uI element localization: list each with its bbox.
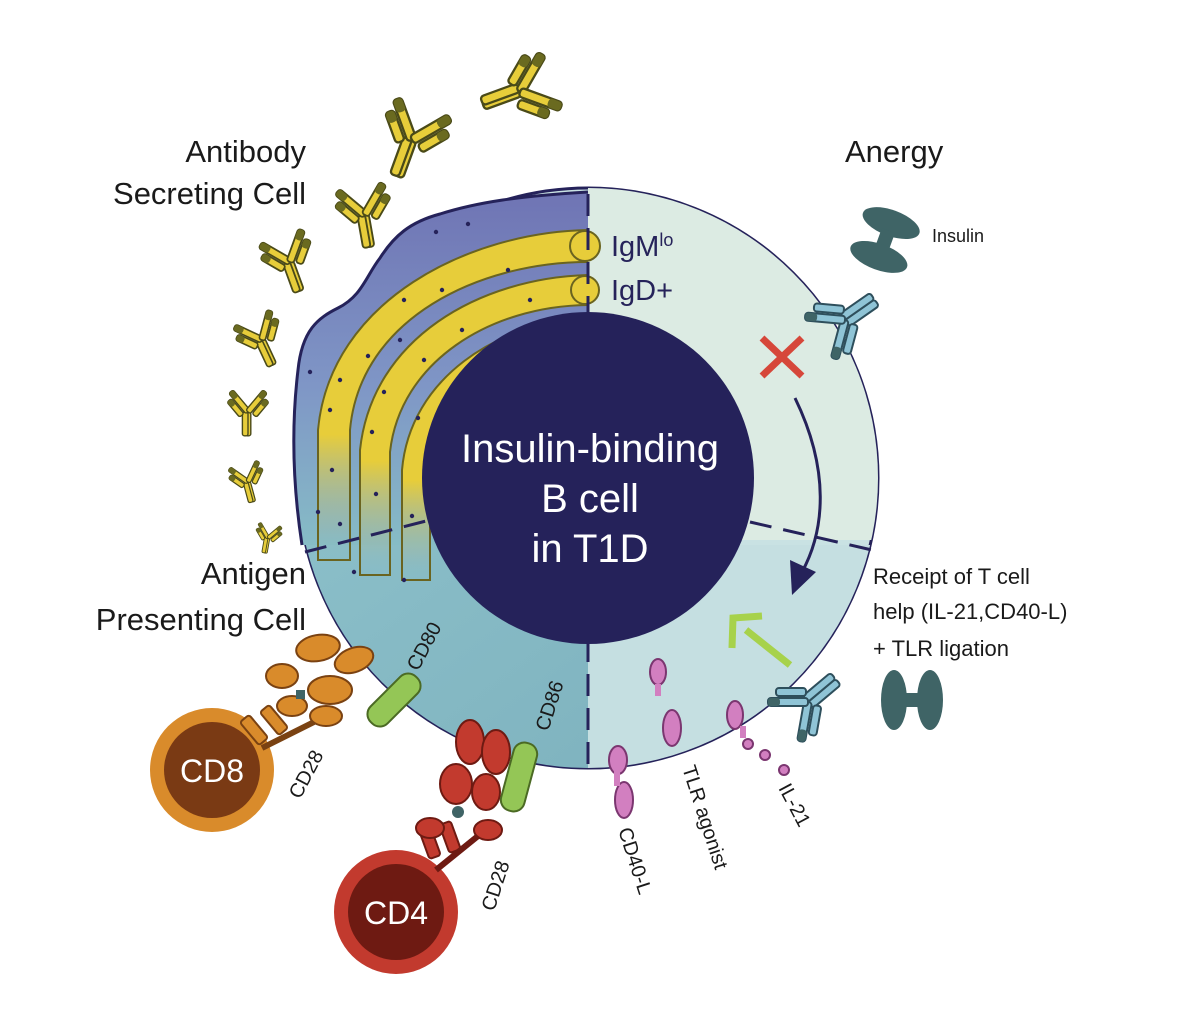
- cd8-label: CD8: [180, 753, 244, 789]
- cd4-label: CD4: [364, 895, 428, 931]
- igm-label: IgMlo: [611, 230, 673, 263]
- insulin-label: Insulin: [932, 226, 984, 246]
- apc-title-line-1: Antigen: [201, 556, 306, 591]
- anergy-bcr-group: [759, 200, 924, 379]
- cd40l-label: CD40-L: [613, 825, 655, 897]
- insulin-icon: [846, 200, 924, 280]
- nucleus: [422, 312, 754, 644]
- curved-arrow-icon: [790, 397, 822, 595]
- il21-label: IL-21: [774, 780, 815, 831]
- antibody-icon: [468, 40, 570, 145]
- help-title-line-1: Receipt of T cell: [873, 564, 1030, 589]
- center-label-line-1: Insulin-binding: [461, 427, 719, 471]
- antibody-icon: [225, 304, 300, 378]
- antibody-icon: [359, 90, 464, 192]
- il21-icon: [726, 700, 790, 776]
- insulin-icon: [881, 670, 943, 730]
- help-title-line-3: + TLR ligation: [873, 636, 1009, 661]
- help-title-line-2: help (IL-21,CD40-L): [873, 599, 1067, 624]
- tlr-agonist-label: TLR agonist: [677, 763, 731, 873]
- center-label-line-3: in T1D: [531, 527, 648, 571]
- igd-label: IgD+: [611, 275, 673, 307]
- antibody-icon: [222, 457, 275, 508]
- tlr-agonist-icon: [649, 658, 682, 747]
- asc-title-line-2: Secreting Cell: [113, 176, 306, 211]
- cd8-t-cell: [150, 633, 375, 832]
- cd86-icon: [499, 741, 539, 813]
- antibody-icon: [222, 389, 274, 437]
- cd80-icon: [366, 672, 422, 728]
- ribosomes: [307, 221, 533, 583]
- antibody-icon: [249, 223, 332, 303]
- block-x-icon: [759, 335, 805, 379]
- green-arrow-icon: [728, 612, 793, 668]
- cd4-t-cell: [334, 719, 511, 974]
- cd40l-icon: [608, 745, 634, 819]
- asc-title-line-1: Antibody: [185, 134, 306, 169]
- antibody-icon: [249, 520, 287, 557]
- apc-title-line-2: Presenting Cell: [96, 602, 306, 637]
- cd28-label-cd8: CD28: [285, 747, 328, 802]
- anergy-title: Anergy: [845, 134, 944, 169]
- cd28-label-cd4: CD28: [478, 858, 515, 913]
- center-label-line-2: B cell: [541, 477, 639, 521]
